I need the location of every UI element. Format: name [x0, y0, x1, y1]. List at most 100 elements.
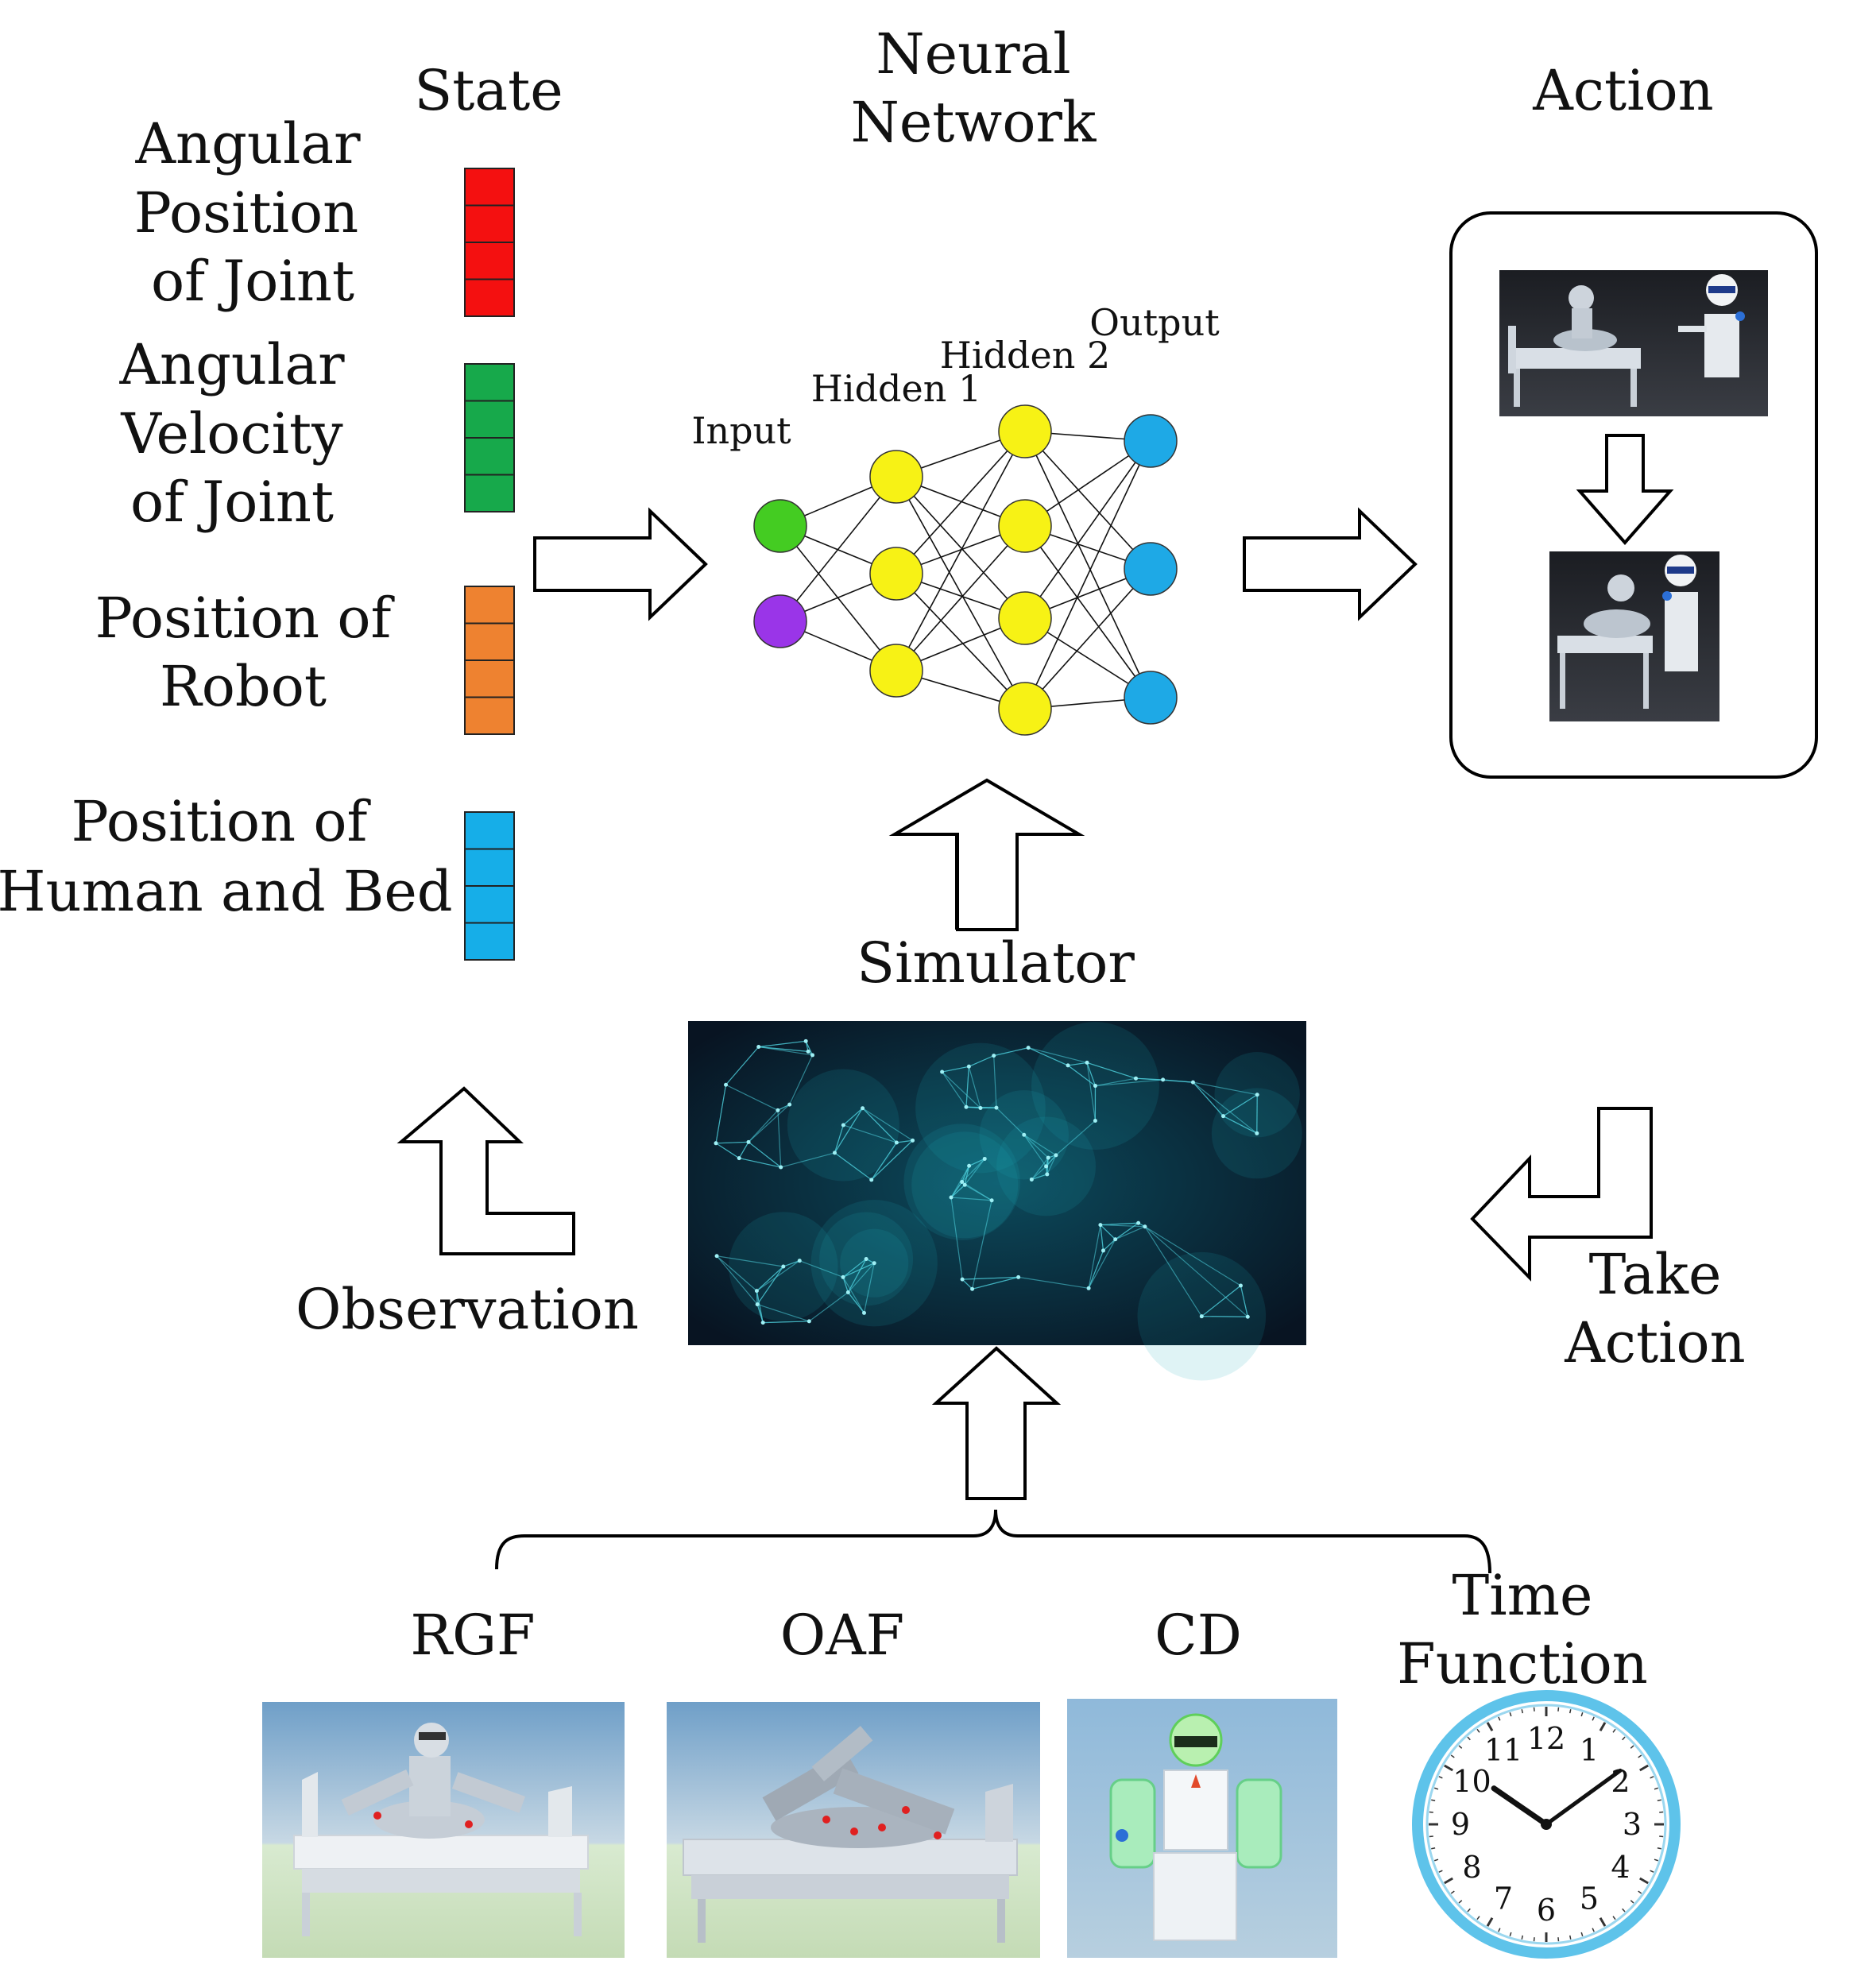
state-label-line: Position of [95, 586, 396, 651]
simulator-node [960, 1277, 965, 1282]
state-to-network-arrow [533, 507, 708, 621]
network-edge [1024, 440, 1151, 619]
simulator-link [1201, 1285, 1241, 1317]
simulator-link [1027, 1047, 1069, 1066]
clock-tick [1657, 1847, 1661, 1850]
network-edge [1024, 525, 1151, 698]
simulator-link [763, 1321, 810, 1324]
clock-numeral: 11 [1484, 1732, 1522, 1767]
simulator-node [807, 1319, 811, 1324]
action-transition-arrow [1576, 434, 1674, 546]
reward-function-oaf: OAF [667, 1603, 1040, 1958]
clock-tick [1450, 1890, 1455, 1894]
clock-tick [1431, 1847, 1436, 1850]
simulator-node [756, 1045, 761, 1050]
state-vector-angular-position [464, 168, 515, 317]
state-vector-cell [464, 400, 515, 439]
clock-minute-hand [1544, 1768, 1623, 1827]
state-vector-cell [464, 811, 515, 850]
simulator-node [1054, 1153, 1058, 1158]
simulator-node [1026, 1046, 1031, 1050]
simulator-link [962, 1276, 1019, 1280]
simulator-link [1144, 1226, 1241, 1286]
simulator-node [810, 1053, 815, 1058]
simulator-node [1066, 1063, 1070, 1068]
network-node [1124, 671, 1178, 725]
take-action-label-line: Take [1589, 1242, 1722, 1307]
simulator-node [967, 1163, 972, 1168]
simulator-node [989, 1198, 994, 1203]
simulator-node [724, 1082, 729, 1087]
simulator-link [725, 1046, 760, 1085]
clock-tick [1458, 1745, 1463, 1749]
clock-tick [1458, 1900, 1463, 1904]
state-label-line: Robot [160, 654, 327, 719]
simulator-node [714, 1141, 718, 1146]
reward-brace [495, 1509, 1491, 1574]
state-vector-cell [464, 622, 515, 661]
state-vector-cell [464, 437, 515, 476]
network-connections [779, 431, 1151, 710]
simulator-link [1192, 1081, 1224, 1117]
simulator-node [841, 1274, 845, 1279]
state-label-line: of Joint [151, 249, 354, 314]
clock-tick [1639, 1764, 1649, 1772]
state-group-angular-velocity: Angular Velocity of Joint [118, 332, 515, 535]
simulator-link [1088, 1224, 1101, 1289]
simulator-link [993, 1047, 1029, 1057]
simulator-node [1022, 1132, 1027, 1137]
state-vector-cell [464, 848, 515, 887]
oaf-scene-image [667, 1702, 1040, 1958]
simulator-node [940, 1069, 945, 1074]
simulator-link [1115, 1226, 1146, 1240]
network-node [869, 644, 923, 698]
clock-tick [1599, 1722, 1607, 1731]
simulator-node [841, 1123, 845, 1127]
simulator-link [1100, 1222, 1139, 1226]
network-node [1124, 542, 1178, 596]
clock-tick [1599, 1917, 1607, 1927]
rgf-scene-image [262, 1702, 625, 1958]
clock-tick [1612, 1916, 1616, 1920]
clock-tick [1486, 1917, 1494, 1927]
simulator-link [1067, 1065, 1096, 1087]
simulator-node [1245, 1314, 1250, 1319]
simulator-link [783, 1260, 800, 1267]
simulator-node [787, 1102, 792, 1107]
action-scene-before [1499, 270, 1768, 416]
state-vector-cell [464, 363, 515, 402]
simulator-node [806, 1049, 810, 1054]
clock-numeral: 6 [1537, 1893, 1556, 1928]
state-vector-cell [464, 242, 515, 280]
clock-tick [1569, 1935, 1572, 1940]
simulator-link [842, 1277, 865, 1313]
clock-tick [1450, 1754, 1455, 1758]
simulator-node [994, 1105, 999, 1110]
layer-label-hidden-2: Hidden 2 [940, 334, 1110, 377]
simulator-node [1113, 1237, 1118, 1242]
simulator-node [1046, 1155, 1050, 1160]
simulator-link [972, 1200, 992, 1290]
simulator-link [969, 1158, 985, 1166]
clock-tick [1533, 1707, 1535, 1711]
network-node [998, 682, 1052, 736]
clock-tick [1654, 1858, 1658, 1862]
simulator-link [1100, 1224, 1104, 1251]
simulator-link [871, 1139, 913, 1181]
simulator-link [862, 1108, 913, 1141]
clock-tick [1650, 1870, 1654, 1873]
simulator-node [864, 1256, 868, 1261]
simulator-link [950, 1197, 963, 1280]
reward-function-rgf: RGF [262, 1603, 625, 1958]
clock-tick [1533, 1937, 1535, 1942]
simulator-link [950, 1182, 963, 1198]
simulator-link [871, 1142, 897, 1181]
simulator-link [789, 1054, 814, 1105]
simulator-link [961, 1166, 970, 1182]
clock-tick [1650, 1776, 1654, 1779]
simulator-link [1086, 1062, 1136, 1079]
network-node [753, 499, 807, 553]
neural-network-section: Neural Network Input Hidden 1 Hidden 2 O… [691, 21, 1220, 736]
clock-numeral: 5 [1580, 1882, 1599, 1916]
